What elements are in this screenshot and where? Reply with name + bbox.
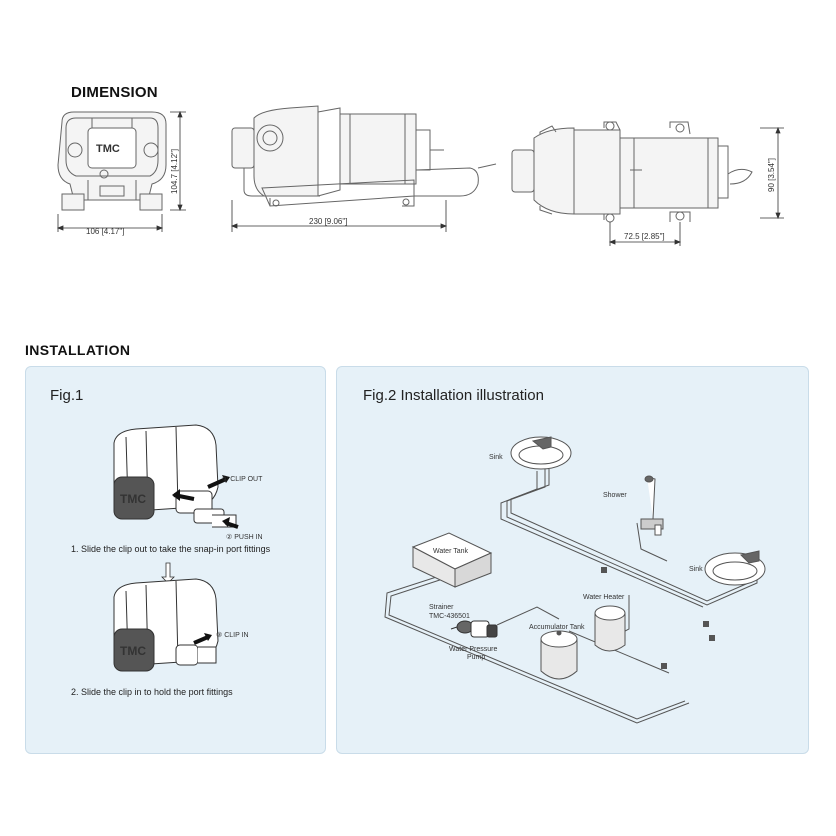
fig2-title: Fig.2 Installation illustration [363, 387, 544, 404]
fig2-panel: Fig.2 Installation illustration [336, 366, 809, 754]
fig2-sink-top-label: Sink [489, 454, 503, 461]
fig2-sink-right-label: Sink [689, 566, 703, 573]
top-mount-label: 72.5 [2.85"] [624, 232, 665, 241]
side-view-drawing: 230 [9.06"] [230, 105, 497, 232]
fig1-pump-illustration: TMC ① CLIP OUT ② PUSH IN TMC ③ CLIP IN [113, 424, 263, 672]
fig2-strainer-model-label: TMC-436501 [429, 613, 470, 620]
dimension-heading: DIMENSION [71, 84, 158, 101]
tmc-logo-text: TMC [96, 143, 120, 155]
side-length-label: 230 [9.06"] [309, 217, 347, 226]
installation-heading: INSTALLATION [25, 342, 131, 358]
front-width-label: 106 [4.17"] [86, 227, 124, 236]
fig2-accumulator-label: Accumulator Tank [529, 624, 585, 631]
fig1-logo-2: TMC [120, 644, 146, 658]
clip-out-label: ① CLIP OUT [222, 475, 263, 483]
fig2-plumbing-illustration: Sink Shower Sink Water Tank Water Heater… [384, 436, 766, 724]
top-view-drawing: 72.5 [2.85"] 90 [3.54"] [511, 121, 784, 246]
clip-in-label: ③ CLIP IN [216, 631, 249, 639]
fig1-step1-caption: 1. Slide the clip out to take the snap-i… [71, 544, 271, 554]
fig2-water-tank-label: Water Tank [433, 548, 469, 555]
front-height-label: 104.7 [4.12"] [170, 149, 179, 194]
fig1-logo-1: TMC [120, 492, 146, 506]
fig1-title: Fig.1 [50, 387, 84, 404]
fig2-pump-label-2: Pump [467, 654, 485, 661]
front-view-drawing: TMC 106 [4.17"] 104.7 [4.12"] [56, 110, 186, 236]
fig2-pump-label-1: Water Pressure [449, 646, 497, 653]
push-in-label: ② PUSH IN [226, 533, 263, 541]
fig2-strainer-label: Strainer [429, 604, 454, 611]
fig1-step2-caption: 2. Slide the clip in to hold the port fi… [71, 687, 233, 697]
top-height-label: 90 [3.54"] [767, 158, 776, 192]
fig2-water-heater-label: Water Heater [583, 594, 625, 601]
fig2-shower-label: Shower [603, 492, 627, 499]
fig1-panel: Fig.1 TMC ① CLIP OUT ② PUSH IN TMC [25, 366, 326, 754]
